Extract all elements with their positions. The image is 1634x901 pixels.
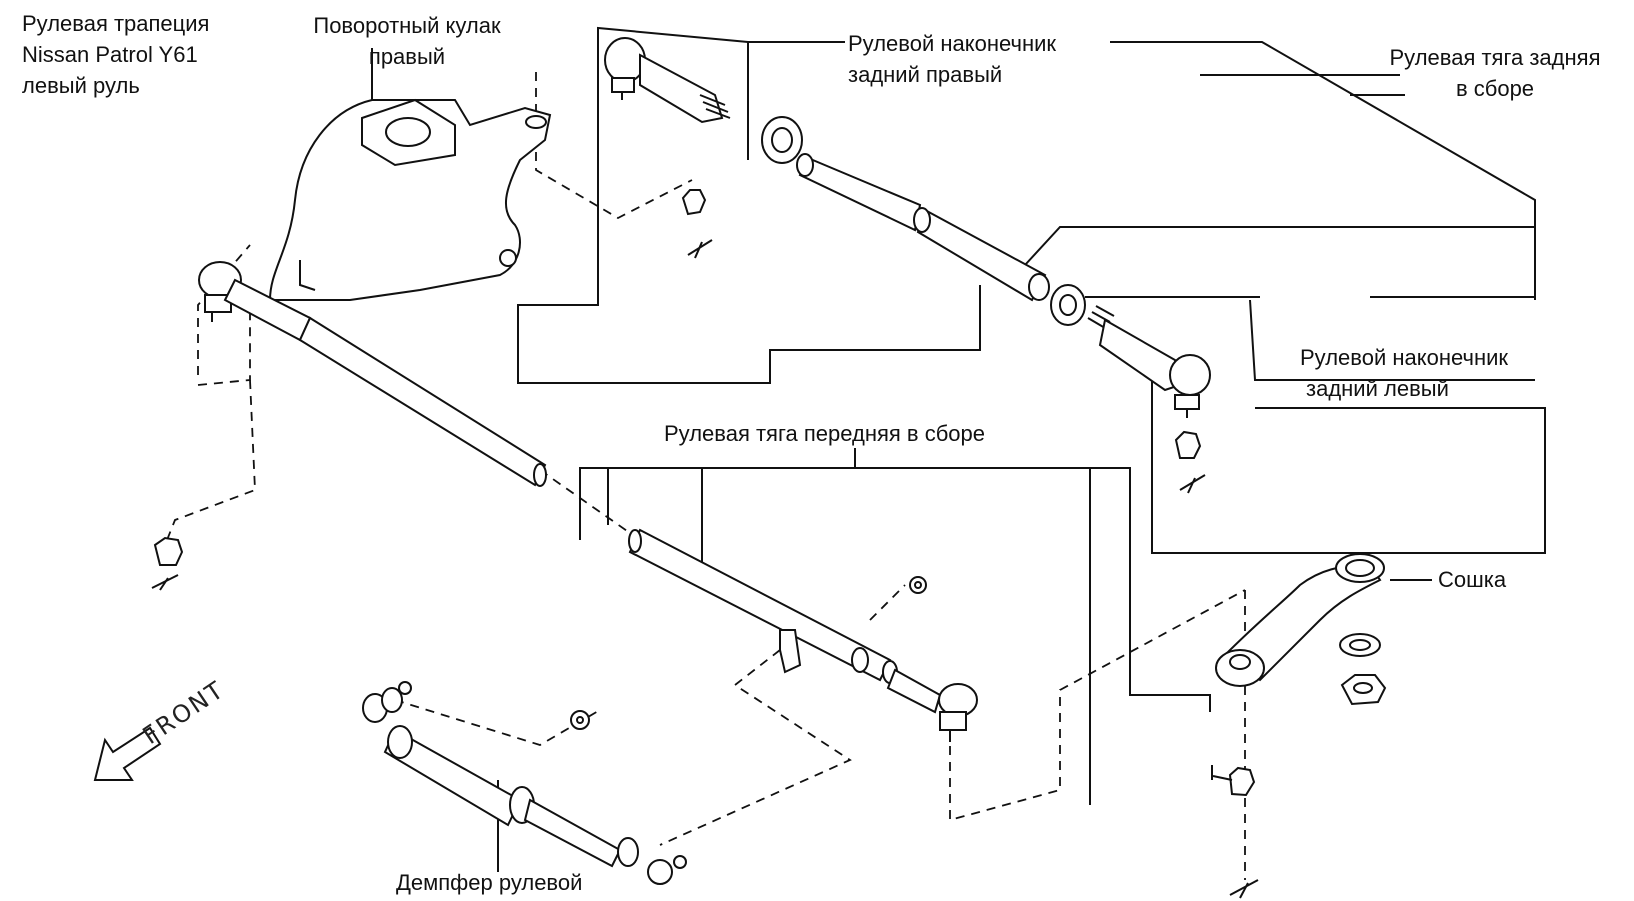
label-knuckle-right: Поворотный кулак правый — [292, 10, 522, 72]
steering-knuckle-part — [268, 98, 552, 301]
title-line-1: Рулевая трапеция — [22, 11, 210, 36]
label-pitman-arm: Сошка — [1438, 567, 1507, 592]
label-tie-rod-end-rear-right-line-1: Рулевой наконечник — [848, 31, 1057, 56]
label-tie-rod-end-rear-left-line-1: Рулевой наконечник — [1300, 345, 1509, 370]
pitman-arm-part — [1211, 553, 1387, 899]
front-marker-text: FRONT — [138, 675, 230, 750]
label-tie-rod-end-rear-left: Рулевой наконечник задний левый — [1300, 342, 1508, 404]
steering-damper-part — [362, 681, 687, 885]
diagram-title: Рулевая трапеция Nissan Patrol Y61 левый… — [22, 8, 209, 101]
title-line-3: левый руль — [22, 73, 140, 98]
tie-rod-end-rear-left-part — [1087, 305, 1211, 494]
front-rod-part — [198, 261, 978, 742]
label-steering-damper: Демпфер рулевой — [396, 870, 583, 895]
tie-rod-end-rear-right-part — [604, 37, 731, 259]
label-rear-rod-assembly: Рулевая тяга задняя в сборе — [1370, 42, 1620, 104]
rear-rod-part — [761, 116, 1086, 326]
label-tie-rod-end-rear-right-line-2: задний правый — [848, 62, 1003, 87]
front-left-nut-part — [151, 536, 184, 591]
label-tie-rod-end-rear-right: Рулевой наконечник задний правый — [848, 28, 1056, 90]
label-tie-rod-end-rear-left-line-2: задний левый — [1306, 376, 1449, 401]
label-knuckle-right-line-2: правый — [368, 44, 446, 69]
title-line-2: Nissan Patrol Y61 — [22, 42, 198, 67]
label-front-rod-assembly: Рулевая тяга передняя в сборе — [664, 421, 986, 446]
callout-lines — [371, 26, 1546, 872]
front-direction-marker: FRONT — [93, 675, 230, 781]
label-rear-rod-assembly-line-1: Рулевая тяга задняя — [1389, 45, 1601, 70]
label-knuckle-right-line-1: Поворотный кулак — [313, 13, 501, 38]
label-rear-rod-assembly-line-2: в сборе — [1455, 76, 1535, 101]
